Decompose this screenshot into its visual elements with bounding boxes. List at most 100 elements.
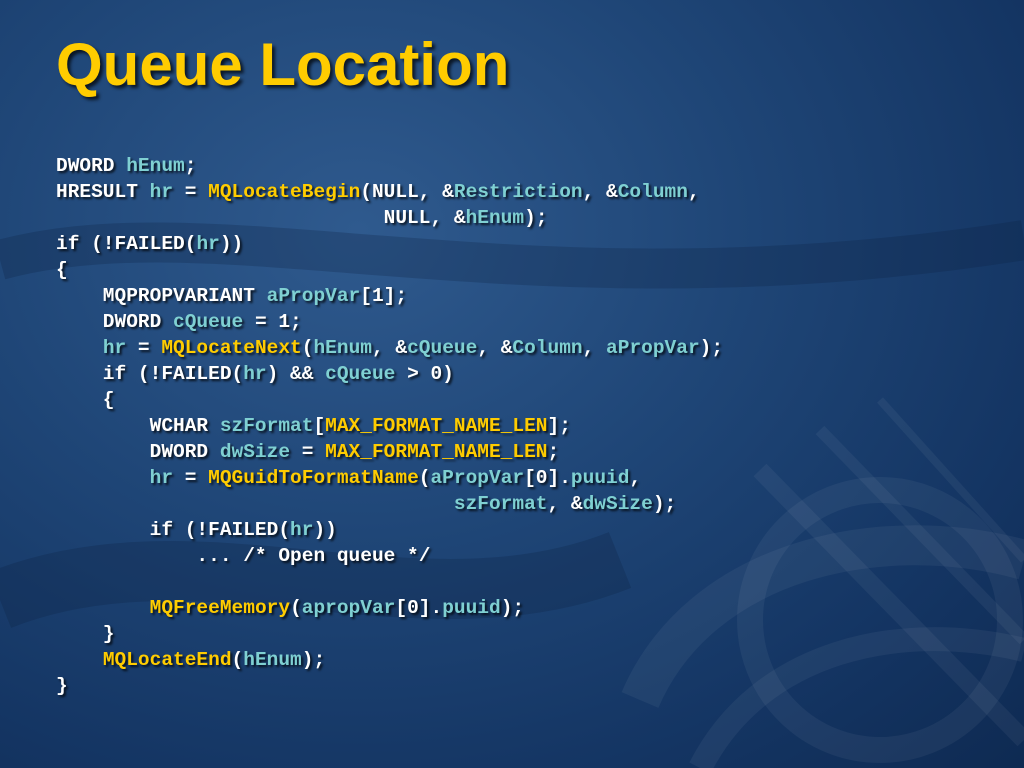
code-line: }: [56, 673, 723, 699]
code-token: ;: [184, 155, 197, 177]
code-token: NULL, &: [56, 207, 466, 229]
code-token: (: [301, 337, 314, 359]
code-token: MQGuidToFormatName: [208, 467, 419, 489]
code-token: }: [56, 675, 68, 697]
code-token: [56, 649, 103, 671]
code-token: [: [313, 415, 326, 437]
code-token: , &: [477, 337, 513, 359]
code-token: if (!FAILED(: [56, 519, 291, 541]
code-token: =: [173, 181, 209, 203]
code-line: hr = MQGuidToFormatName(aPropVar[0].puui…: [56, 465, 723, 491]
code-line: DWORD hEnum;: [56, 153, 723, 179]
code-token: hr: [102, 337, 127, 359]
code-token: Column: [617, 181, 688, 203]
code-token: , &: [582, 181, 618, 203]
code-token: [56, 493, 454, 515]
code-token: ,: [687, 181, 700, 203]
code-token: WCHAR: [56, 415, 220, 437]
code-token: )): [219, 233, 244, 255]
code-token: ) &&: [266, 363, 326, 385]
code-token: ... /* Open queue */: [56, 545, 431, 567]
code-token: aPropVar: [606, 337, 700, 359]
code-token: puuid: [442, 597, 501, 619]
code-line: if (!FAILED(hr) && cQueue > 0): [56, 361, 723, 387]
code-line: ... /* Open queue */: [56, 543, 723, 569]
code-token: dwSize: [582, 493, 653, 515]
code-token: hEnum: [313, 337, 372, 359]
code-token: MQPROPVARIANT: [56, 285, 267, 307]
code-token: [56, 597, 150, 619]
code-token: > 0): [395, 363, 454, 385]
code-token: );: [699, 337, 724, 359]
code-token: (: [290, 597, 302, 619]
code-line: [56, 569, 723, 595]
code-token: =: [126, 337, 162, 359]
code-token: ];: [547, 415, 571, 437]
slide-title: Queue Location: [56, 31, 510, 98]
code-line: DWORD dwSize = MAX_FORMAT_NAME_LEN;: [56, 439, 723, 465]
code-token: hEnum: [126, 155, 185, 177]
code-token: hr: [196, 233, 220, 255]
code-line: if (!FAILED(hr)): [56, 231, 723, 257]
code-token: ,: [629, 467, 642, 489]
code-token: DWORD: [56, 311, 174, 333]
code-token: MQFreeMemory: [149, 597, 291, 619]
code-token: cQueue: [325, 363, 396, 385]
code-token: [0].: [524, 467, 571, 489]
code-token: );: [500, 597, 525, 619]
code-token: cQueue: [173, 311, 244, 333]
code-token: DWORD: [56, 155, 127, 177]
code-token: ;: [547, 441, 560, 463]
code-token: [1];: [360, 285, 408, 307]
code-line: {: [56, 257, 723, 283]
code-token: ,: [582, 337, 607, 359]
code-token: szFormat: [219, 415, 314, 437]
code-line: szFormat, &dwSize);: [56, 491, 723, 517]
code-token: MQLocateEnd: [102, 649, 232, 671]
code-token: MQLocateBegin: [208, 181, 361, 203]
code-token: );: [301, 649, 326, 671]
code-token: {: [56, 389, 115, 411]
code-token: if (!FAILED(: [56, 363, 244, 385]
code-token: HRESULT: [56, 181, 150, 203]
code-token: Column: [512, 337, 583, 359]
code-token: dwSize: [219, 441, 291, 463]
code-token: }: [56, 623, 115, 645]
code-token: cQueue: [407, 337, 478, 359]
code-token: aPropVar: [266, 285, 361, 307]
code-token: = 1;: [243, 311, 302, 333]
code-line: }: [56, 621, 723, 647]
code-token: puuid: [570, 467, 630, 489]
code-token: hEnum: [465, 207, 525, 229]
code-token: {: [56, 259, 68, 281]
code-token: [0].: [395, 597, 443, 619]
code-line: if (!FAILED(hr)): [56, 517, 723, 543]
code-token: MAX_FORMAT_NAME_LEN: [325, 441, 548, 463]
code-line: WCHAR szFormat[MAX_FORMAT_NAME_LEN];: [56, 413, 723, 439]
code-token: apropVar: [301, 597, 396, 619]
code-token: [56, 467, 150, 489]
code-token: DWORD: [56, 441, 220, 463]
code-token: hr: [149, 467, 174, 489]
code-token: [56, 337, 103, 359]
code-token: , &: [371, 337, 408, 359]
code-token: hr: [243, 363, 267, 385]
code-line: MQPROPVARIANT aPropVar[1];: [56, 283, 723, 309]
code-line: DWORD cQueue = 1;: [56, 309, 723, 335]
code-token: hr: [290, 519, 314, 541]
code-token: hEnum: [243, 649, 302, 671]
code-token: hr: [149, 181, 174, 203]
code-block: DWORD hEnum;HRESULT hr = MQLocateBegin(N…: [56, 153, 723, 699]
code-token: if (!FAILED(: [56, 233, 197, 255]
code-token: Restriction: [453, 181, 583, 203]
code-token: =: [290, 441, 326, 463]
code-token: (NULL, &: [360, 181, 454, 203]
code-token: (: [231, 649, 244, 671]
code-line: MQFreeMemory(apropVar[0].puuid);: [56, 595, 723, 621]
code-token: MQLocateNext: [161, 337, 302, 359]
code-token: )): [313, 519, 337, 541]
code-token: );: [652, 493, 677, 515]
code-token: =: [173, 467, 209, 489]
code-token: );: [524, 207, 548, 229]
